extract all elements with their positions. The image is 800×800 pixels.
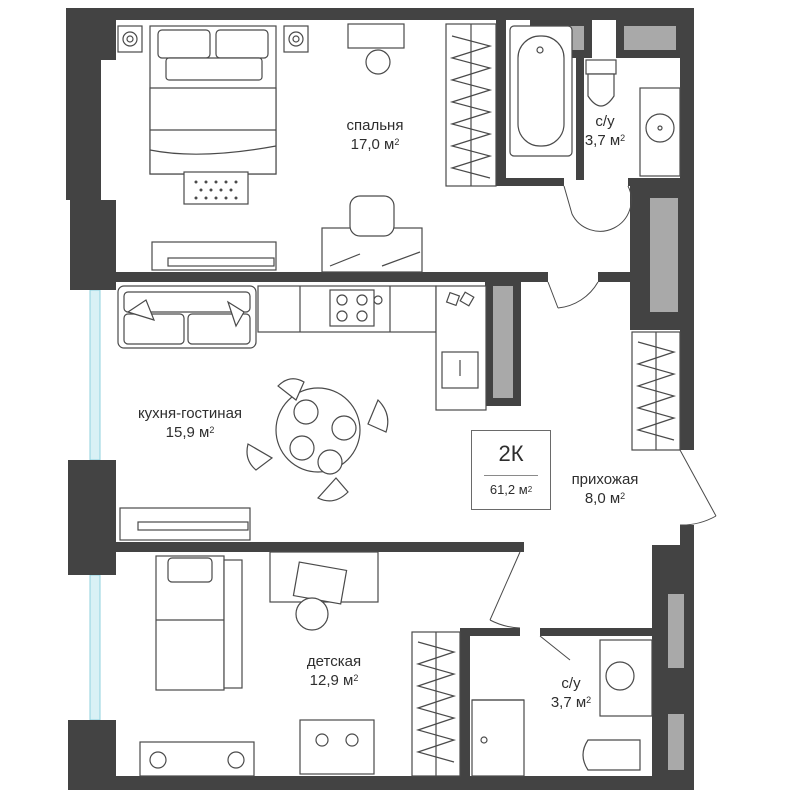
apartment-type: 2К — [498, 441, 524, 466]
room-area: 3,7 м2 — [550, 694, 592, 711]
room-label-kids-room: детская 12,9 м2 — [284, 652, 384, 690]
room-label-kitchen-living: кухня-гостиная 15,9 м2 — [110, 404, 270, 442]
room-area: 3,7 м2 — [584, 132, 626, 149]
bathroom-top-fixtures — [509, 25, 681, 177]
bathroom-bottom-fixtures — [471, 639, 653, 777]
room-area: 12,9 м2 — [309, 672, 359, 689]
apartment-type-badge: 2К 61,2 м2 — [471, 430, 551, 510]
room-area: 8,0 м2 — [584, 490, 626, 507]
kids-room-furniture — [139, 551, 379, 777]
room-name: с/у — [561, 675, 581, 692]
doors — [489, 185, 717, 661]
room-name: спальня — [346, 117, 404, 134]
room-label-hallway: прихожая 8,0 м2 — [555, 470, 655, 508]
badge-divider — [484, 475, 538, 476]
rug-pattern — [194, 180, 238, 200]
apartment-total-area: 61,2 м2 — [489, 482, 533, 497]
room-area: 15,9 м2 — [165, 424, 215, 441]
kitchen-furniture — [117, 285, 487, 541]
room-name: прихожая — [571, 471, 639, 488]
room-name: с/у — [595, 113, 615, 130]
room-label-bath-bottom: с/у 3,7 м2 — [536, 674, 606, 712]
room-area: 17,0 м2 — [350, 136, 400, 153]
room-label-bath-top: с/у 3,7 м2 — [570, 112, 640, 150]
room-name: кухня-гостиная — [137, 405, 243, 422]
room-name: детская — [306, 653, 362, 670]
room-label-bedroom: спальня 17,0 м2 — [330, 116, 420, 154]
wardrobes — [411, 23, 681, 777]
